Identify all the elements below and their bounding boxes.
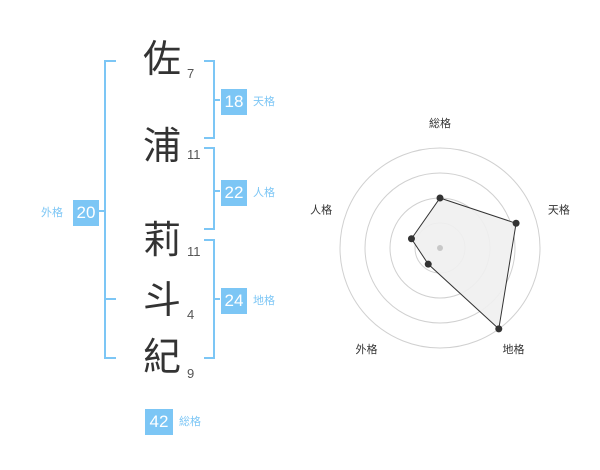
jinkaku-score: 22	[221, 180, 247, 206]
radar-point-5	[407, 235, 415, 243]
radar-axis-label-5: 人格	[310, 202, 332, 216]
radar-axis-label-4: 外格	[356, 342, 378, 356]
radar-polygon	[410, 197, 517, 330]
tenkaku-score: 18	[221, 89, 247, 115]
soukaku-label: 総格	[179, 415, 201, 428]
name-char-3: 莉	[142, 218, 181, 262]
gaikaku-label: 外格	[41, 206, 63, 219]
radar-axis-label-2: 天格	[548, 202, 570, 216]
jinkaku-label: 人格	[253, 186, 275, 199]
jinkaku-bracket	[204, 147, 215, 230]
stroke-count-3: 11	[187, 244, 201, 259]
radar-axis-label-3: 地格	[502, 342, 524, 356]
stroke-count-4: 4	[187, 307, 195, 322]
soukaku-score: 42	[145, 409, 173, 435]
radar-point-1	[436, 194, 444, 202]
name-char-5: 紀	[142, 335, 181, 379]
radar-ring-3	[364, 172, 516, 324]
radar-point-2	[512, 219, 520, 227]
radar-point-4	[424, 260, 432, 268]
radar-ring-4	[339, 147, 541, 349]
tenkaku-label: 天格	[253, 95, 275, 108]
name-char-1: 佐	[142, 37, 181, 81]
radar-center	[437, 245, 443, 251]
tenkaku-bracket	[204, 60, 215, 139]
stroke-count-1: 7	[187, 66, 195, 81]
chikaku-label: 地格	[253, 294, 275, 307]
name-char-2: 浦	[142, 124, 181, 168]
chikaku-bracket	[204, 239, 215, 359]
chikaku-score: 24	[221, 288, 247, 314]
stroke-count-5: 9	[187, 366, 195, 381]
name-char-4: 斗	[142, 278, 181, 322]
stroke-count-2: 11	[187, 147, 201, 162]
radar-point-3	[495, 325, 503, 333]
radar-axis-label-1: 総格	[429, 116, 451, 130]
gaikaku-bracket	[104, 60, 116, 359]
gaikaku-score: 20	[73, 200, 99, 226]
